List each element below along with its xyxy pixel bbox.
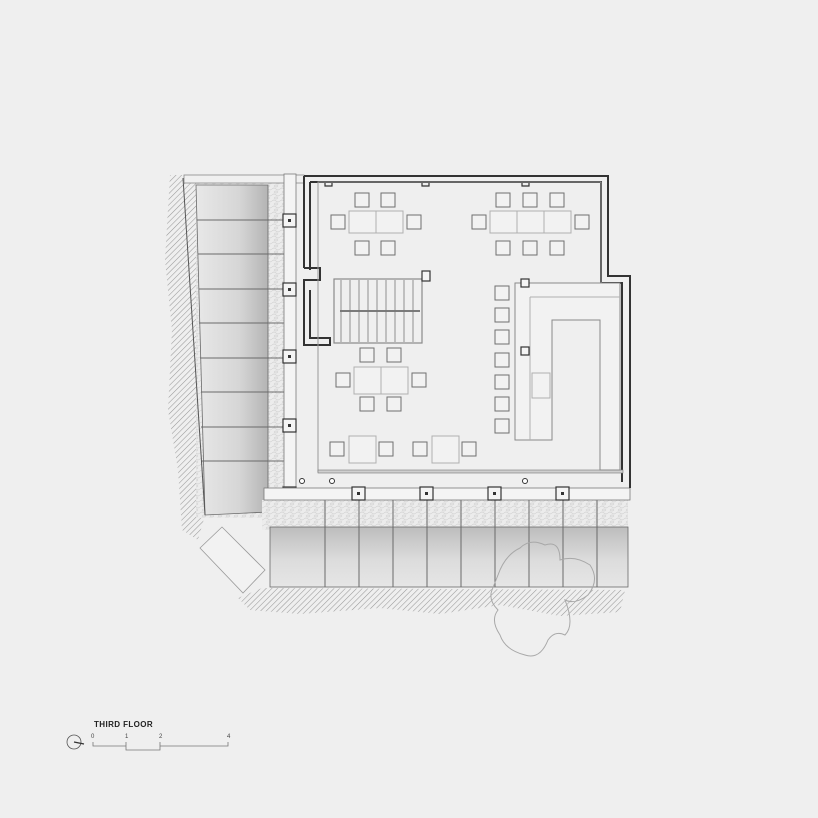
north-arrow-icon: [66, 734, 82, 750]
legend: THIRD FLOOR 0 1 2 4: [60, 716, 260, 756]
scale-tick-2: 2: [159, 734, 163, 740]
tree-outline: [490, 541, 595, 657]
bar-counter: [494, 278, 621, 471]
round-columns: [299, 478, 528, 484]
table-top-right: [471, 192, 590, 256]
table-bottom-right: [412, 435, 477, 464]
drawing-title: THIRD FLOOR: [94, 720, 154, 729]
table-top-left: [330, 192, 422, 256]
scale-tick-0: 0: [91, 734, 95, 740]
scale-tick-1: 1: [125, 734, 129, 740]
bottom-terrace: [199, 486, 631, 594]
table-middle: [335, 347, 427, 412]
left-beam: [282, 173, 297, 521]
left-vegetation-hatch: [165, 175, 205, 540]
stair: [333, 270, 431, 344]
left-terrace: [182, 174, 305, 518]
bottom-vegetation-hatch: [238, 588, 625, 616]
scale-bar: [66, 734, 229, 751]
window-sill: [317, 469, 624, 474]
table-bottom-left: [329, 435, 394, 464]
scale-tick-4: 4: [227, 734, 231, 740]
